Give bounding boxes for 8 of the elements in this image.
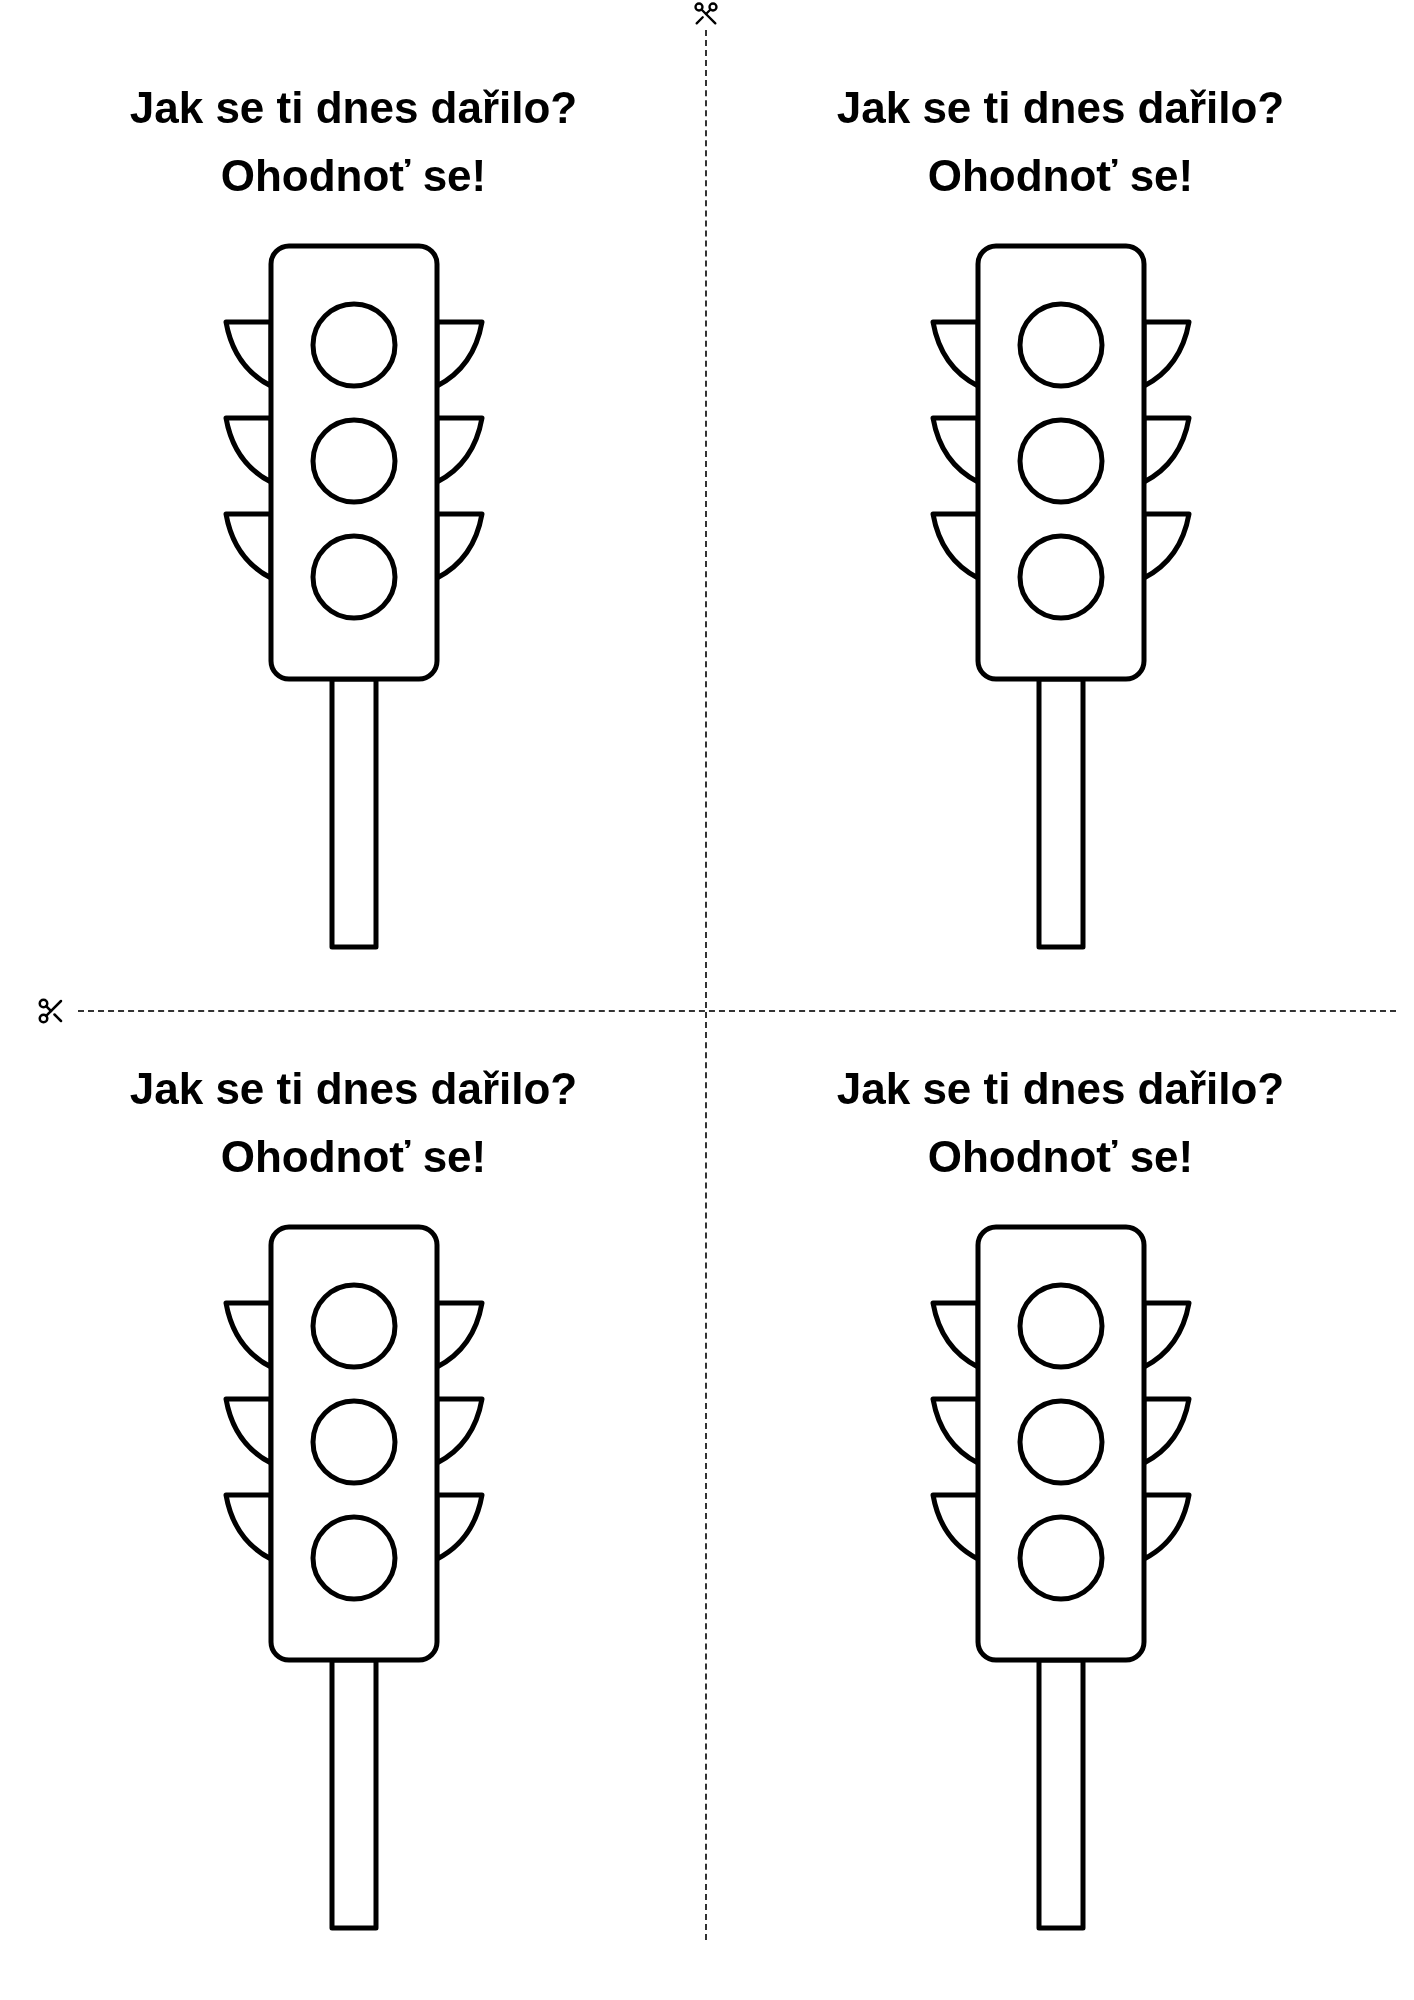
heading-text: Ohodnoť se! <box>927 1131 1194 1183</box>
heading-text: Jak se ti dnes dařilo? <box>836 82 1285 134</box>
heading-text: Ohodnoť se! <box>220 1131 487 1183</box>
heading-text: Ohodnoť se! <box>927 150 1194 202</box>
heading-text: Jak se ti dnes dařilo? <box>129 82 578 134</box>
heading-text: Jak se ti dnes dařilo? <box>836 1063 1285 1115</box>
heading-text: Ohodnoť se! <box>220 150 487 202</box>
heading-text: Jak se ti dnes dařilo? <box>129 1063 578 1115</box>
